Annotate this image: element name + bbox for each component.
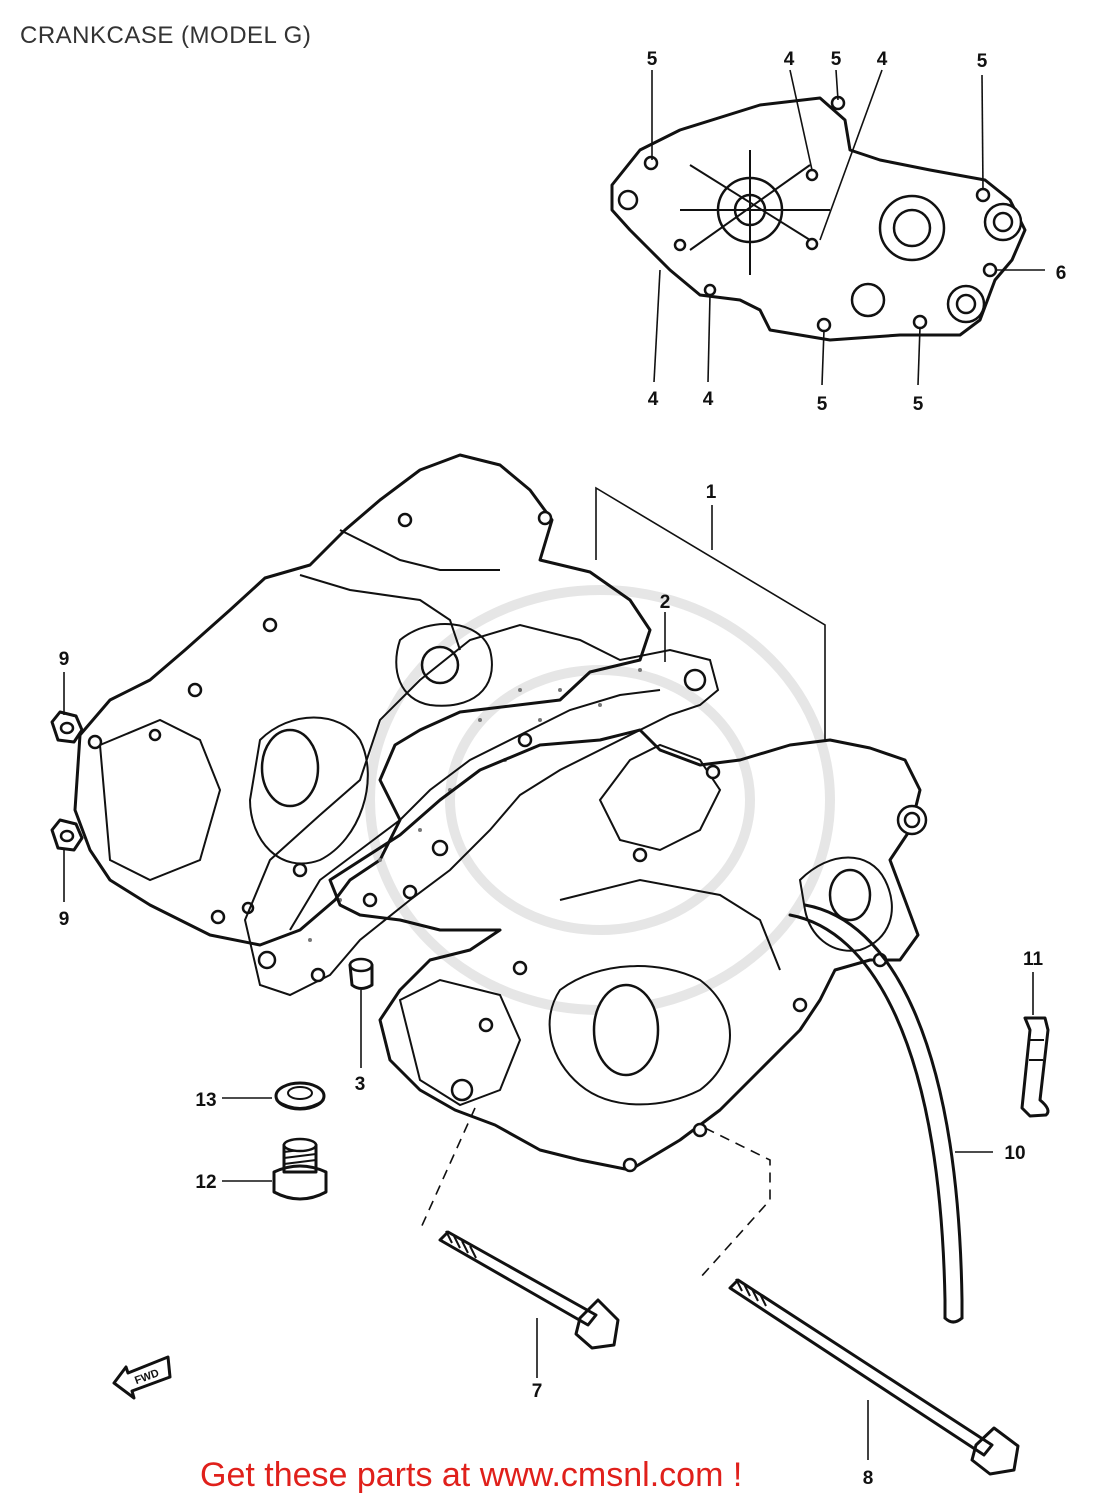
callout-5-bottom-b: 5 (913, 394, 924, 415)
crankcase-left-half (73, 453, 652, 947)
callout-5-top-c: 5 (977, 51, 988, 72)
crankcase-bolt-long (728, 1278, 1020, 1476)
crankcase-right-half (328, 728, 928, 1173)
callout-4-top-b: 4 (877, 49, 888, 70)
callout-5-top-a: 5 (647, 49, 658, 70)
callout-6: 6 (1056, 263, 1067, 284)
callout-7: 7 (532, 1381, 543, 1402)
breather-hose (788, 903, 964, 1324)
footer-promo-link[interactable]: Get these parts at www.cmsnl.com ! (200, 1456, 743, 1494)
callout-4-top-a: 4 (784, 49, 795, 70)
callout-12: 12 (195, 1172, 216, 1193)
main-leader-lines (63, 486, 1034, 1460)
crankcase-bolt-short (438, 1230, 620, 1350)
crankcase-gasket (243, 623, 720, 997)
callout-4-bottom-b: 4 (703, 389, 714, 410)
callout-labels: 1 2 3 4 4 4 4 5 5 5 5 5 6 7 8 9 9 10 11 … (59, 49, 1067, 1489)
drain-plug (272, 1137, 328, 1201)
callout-2: 2 (660, 592, 671, 613)
drain-plug-gasket (274, 1081, 326, 1111)
callout-5-top-b: 5 (831, 49, 842, 70)
callout-4-bottom-a: 4 (648, 389, 659, 410)
forward-arrow-icon: FWD (112, 1355, 172, 1400)
callout-10: 10 (1004, 1143, 1025, 1164)
callout-3: 3 (355, 1074, 366, 1095)
callout-13: 13 (195, 1090, 216, 1111)
callout-9-upper: 9 (59, 649, 70, 670)
crankcase-small-bolt-upper (50, 710, 84, 744)
inset-leader-lines (651, 69, 1045, 386)
hose-clamp (1020, 1016, 1050, 1118)
callout-5-bottom-a: 5 (817, 394, 828, 415)
callout-9-lower: 9 (59, 909, 70, 930)
page-title: CRANKCASE (MODEL G) (20, 22, 312, 49)
dowel-pin (348, 957, 374, 990)
callout-1: 1 (706, 482, 717, 503)
callout-8: 8 (863, 1468, 874, 1489)
crankcase-small-bolt-lower (50, 818, 84, 852)
crankcase-mating-face (610, 95, 1027, 342)
callout-11: 11 (1023, 949, 1044, 970)
